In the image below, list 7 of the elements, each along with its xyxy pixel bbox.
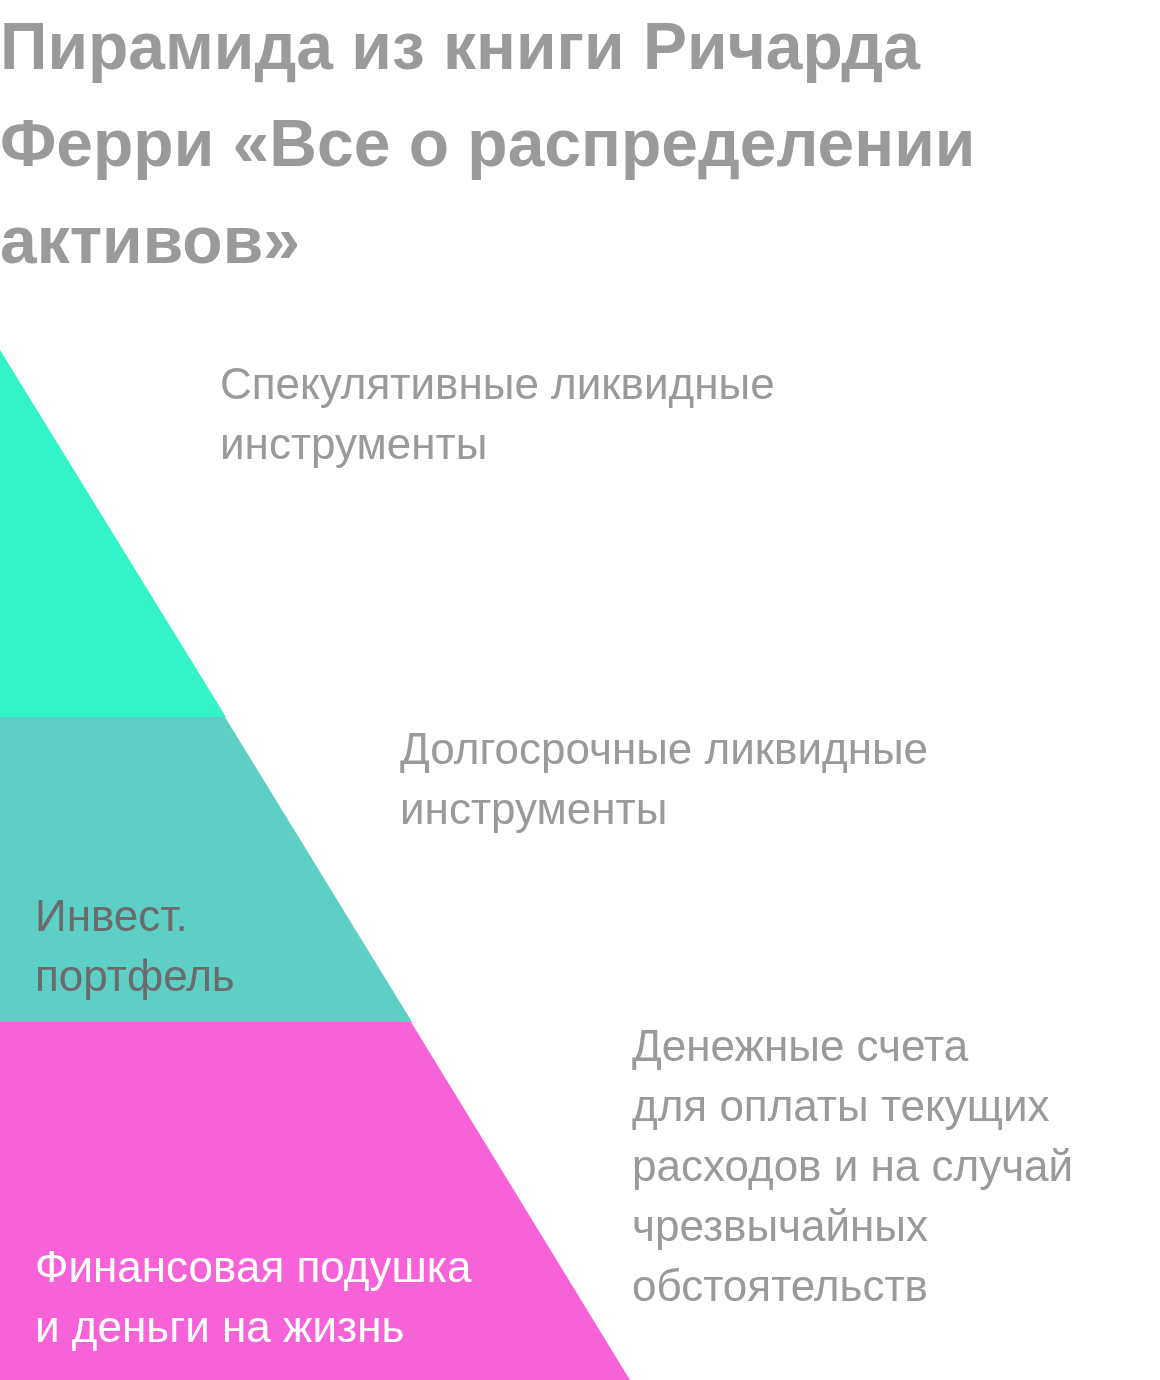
pyramid-tier (0, 1022, 630, 1380)
tier-caption: Денежные счета для оплаты текущих расходов и на случай чрезвычайных обстоятельств (632, 1020, 1074, 1312)
tier-caption: Долгосрочные ликвидные инструменты (400, 723, 929, 835)
tier-caption: Спекулятивные ликвидные инструменты (220, 358, 775, 470)
tier-label: Финансовая подушка и деньги на жизнь (35, 1241, 472, 1353)
tier-label: Инвест. портфель (35, 890, 235, 1002)
title: Пирамида из книги Ричарда Ферри «Все о распределении активов» (0, 8, 976, 279)
